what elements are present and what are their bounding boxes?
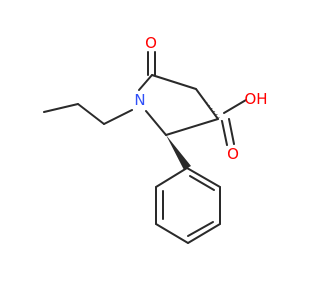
bold-wedge-bond [166, 135, 191, 170]
ring-bond-c5-c4 [151, 74, 197, 90]
phenyl-inner-bond-1 [189, 175, 215, 191]
propyl-bond-3 [43, 103, 79, 113]
carbonyl-oxygen-label: O [227, 145, 239, 163]
carboxyl-oh-bond [223, 99, 247, 114]
ring-bond-c2-n [145, 110, 167, 136]
ring-nitrogen-label: N [134, 91, 145, 109]
bonds [43, 51, 247, 244]
ketone-oxygen-label: O [145, 34, 157, 52]
phenyl-bond-3 [187, 223, 221, 244]
phenyl-bond-4 [155, 223, 189, 244]
ring-bond-c4-c3 [195, 88, 219, 120]
propyl-bond-1 [103, 109, 133, 125]
ring-bond-n-c5 [138, 74, 153, 91]
phenyl-bond-1 [186, 167, 221, 188]
structure-diagram: O N OH O [43, 34, 268, 244]
hashed-wedge-bond [196, 89, 223, 123]
carboxyl-co-bond-b [228, 118, 235, 145]
propyl-bond-2 [77, 103, 105, 125]
ring-bond-c3-c2 [165, 118, 219, 136]
hydroxyl-label: OH [244, 90, 267, 108]
phenyl-bond-6 [155, 167, 188, 188]
phenyl-inner-bond-2 [187, 221, 214, 237]
carboxyl-co-bond-a [221, 120, 228, 146]
